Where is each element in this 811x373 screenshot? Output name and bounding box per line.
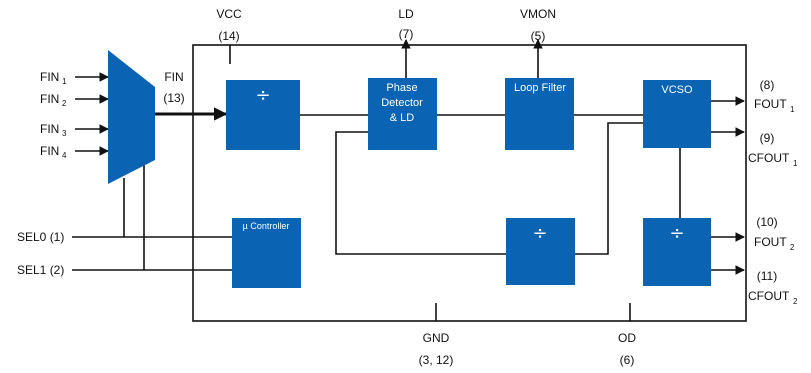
input-fin2-sub: 2 [62,99,67,108]
input-fin4-sub: 4 [62,151,67,160]
fin-pin-number: (13) [163,91,184,105]
input-fin1-name: FIN [40,70,59,84]
divider-block-feedback: ÷ [506,218,575,285]
cfout1-sub: 1 [793,159,798,168]
sel0-label: SEL0 (1) [17,230,64,244]
gnd-pin-numbers: (3, 12) [419,353,454,367]
fout2-name: FOUT [754,235,787,249]
vcc-pin-number: (14) [218,29,239,43]
cfout1-label: CFOUT 1 [748,151,798,168]
input-fin1-sub: 1 [62,77,67,86]
input-fin2: FIN 2 [40,92,67,108]
vcso-block: VCSO [643,80,711,148]
vcso-label: VCSO [661,84,693,96]
fout1-name: FOUT [754,97,787,111]
cfout2-label: CFOUT 2 [748,289,798,306]
gnd-label: GND [423,331,450,345]
ld-pin-number: (7) [399,27,414,41]
input-mux [108,50,155,184]
vmon-pin-number: (5) [531,29,546,43]
controller-block: µ Controller [232,218,301,288]
od-label: OD [618,331,636,345]
phase-detector-line3: & LD [390,112,415,124]
input-fin4: FIN 4 [40,144,67,160]
divider-block-input: ÷ [226,80,300,150]
ld-label: LD [398,7,414,21]
chip-outline [192,44,747,322]
divider-block-output: ÷ [643,218,711,286]
cfout2-name: CFOUT [748,289,790,303]
phase-detector-block: Phase Detector & LD [368,78,437,150]
cfout1-pin-number: (9) [760,131,775,145]
loop-filter-block: Loop Filter [505,78,574,150]
phase-detector-line2: Detector [381,97,423,109]
loop-filter-label: Loop Filter [514,82,566,94]
cfout2-sub: 2 [793,297,798,306]
wires [72,39,745,321]
fout1-pin-number: (8) [760,78,775,92]
input-fin3: FIN 3 [40,122,67,138]
input-fin4-name: FIN [40,144,59,158]
sel1-label: SEL1 (2) [17,263,64,277]
input-fin3-sub: 3 [62,129,67,138]
fout2-label: FOUT 2 [754,235,795,252]
fout1-sub: 1 [790,105,795,114]
input-fin1: FIN 1 [40,70,67,86]
input-fin3-name: FIN [40,122,59,136]
divider-symbol: ÷ [669,223,684,244]
cfout1-name: CFOUT [748,151,790,165]
fout2-sub: 2 [790,243,795,252]
fin-label: FIN [164,70,183,84]
cfout2-pin-number: (11) [757,269,777,283]
vmon-label: VMON [520,7,556,21]
input-fin2-name: FIN [40,92,59,106]
vcc-label: VCC [216,7,242,21]
controller-label: µ Controller [243,221,290,231]
phase-detector-line1: Phase [386,82,417,94]
divider-symbol: ÷ [532,223,547,244]
divider-symbol: ÷ [255,85,270,106]
od-pin-number: (6) [620,353,635,367]
fout2-pin-number: (10) [756,215,777,229]
fout1-label: FOUT 1 [754,97,795,114]
